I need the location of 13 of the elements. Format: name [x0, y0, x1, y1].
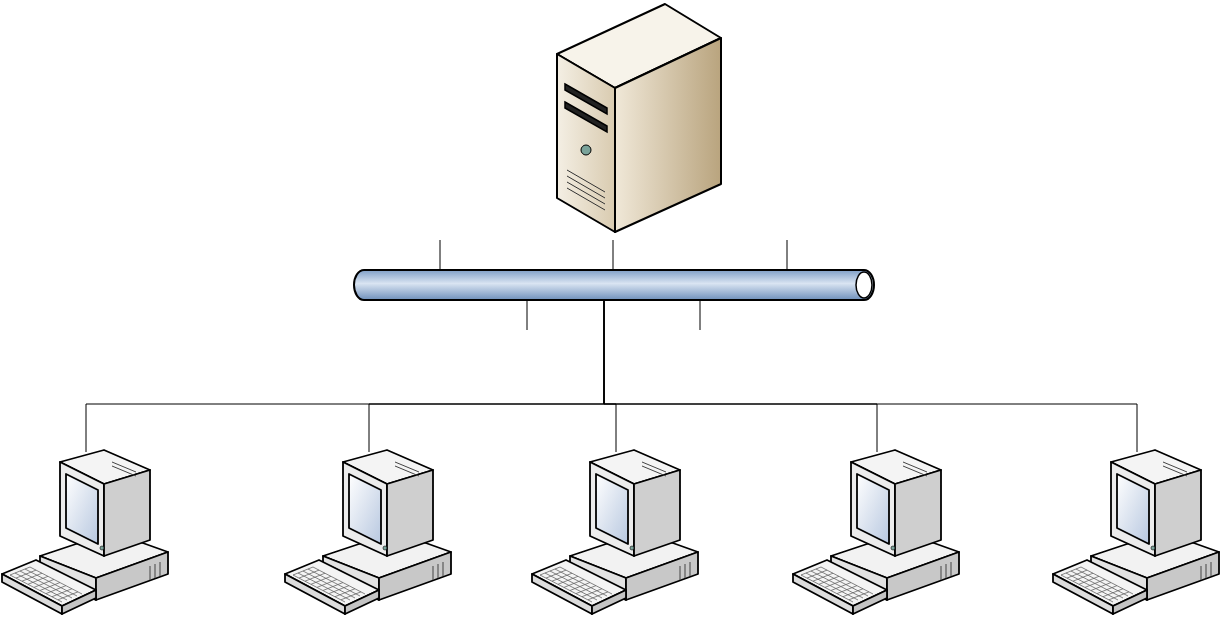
network-cable: [612, 239, 614, 270]
network-bus-cylinder: [354, 269, 876, 301]
desktop-computer-drawing: [530, 448, 700, 618]
network-cable: [526, 300, 528, 331]
network-cable: [699, 300, 701, 331]
desktop-computer-drawing: [791, 448, 961, 618]
desktop-computer-drawing: [283, 448, 453, 618]
desktop-computer-drawing: [1051, 448, 1220, 618]
network-cable: [786, 239, 788, 270]
network-cable: [439, 239, 441, 270]
server-tower-drawing: [555, 2, 723, 234]
network-cable: [603, 300, 1138, 453]
desktop-computer-drawing: [0, 448, 170, 618]
